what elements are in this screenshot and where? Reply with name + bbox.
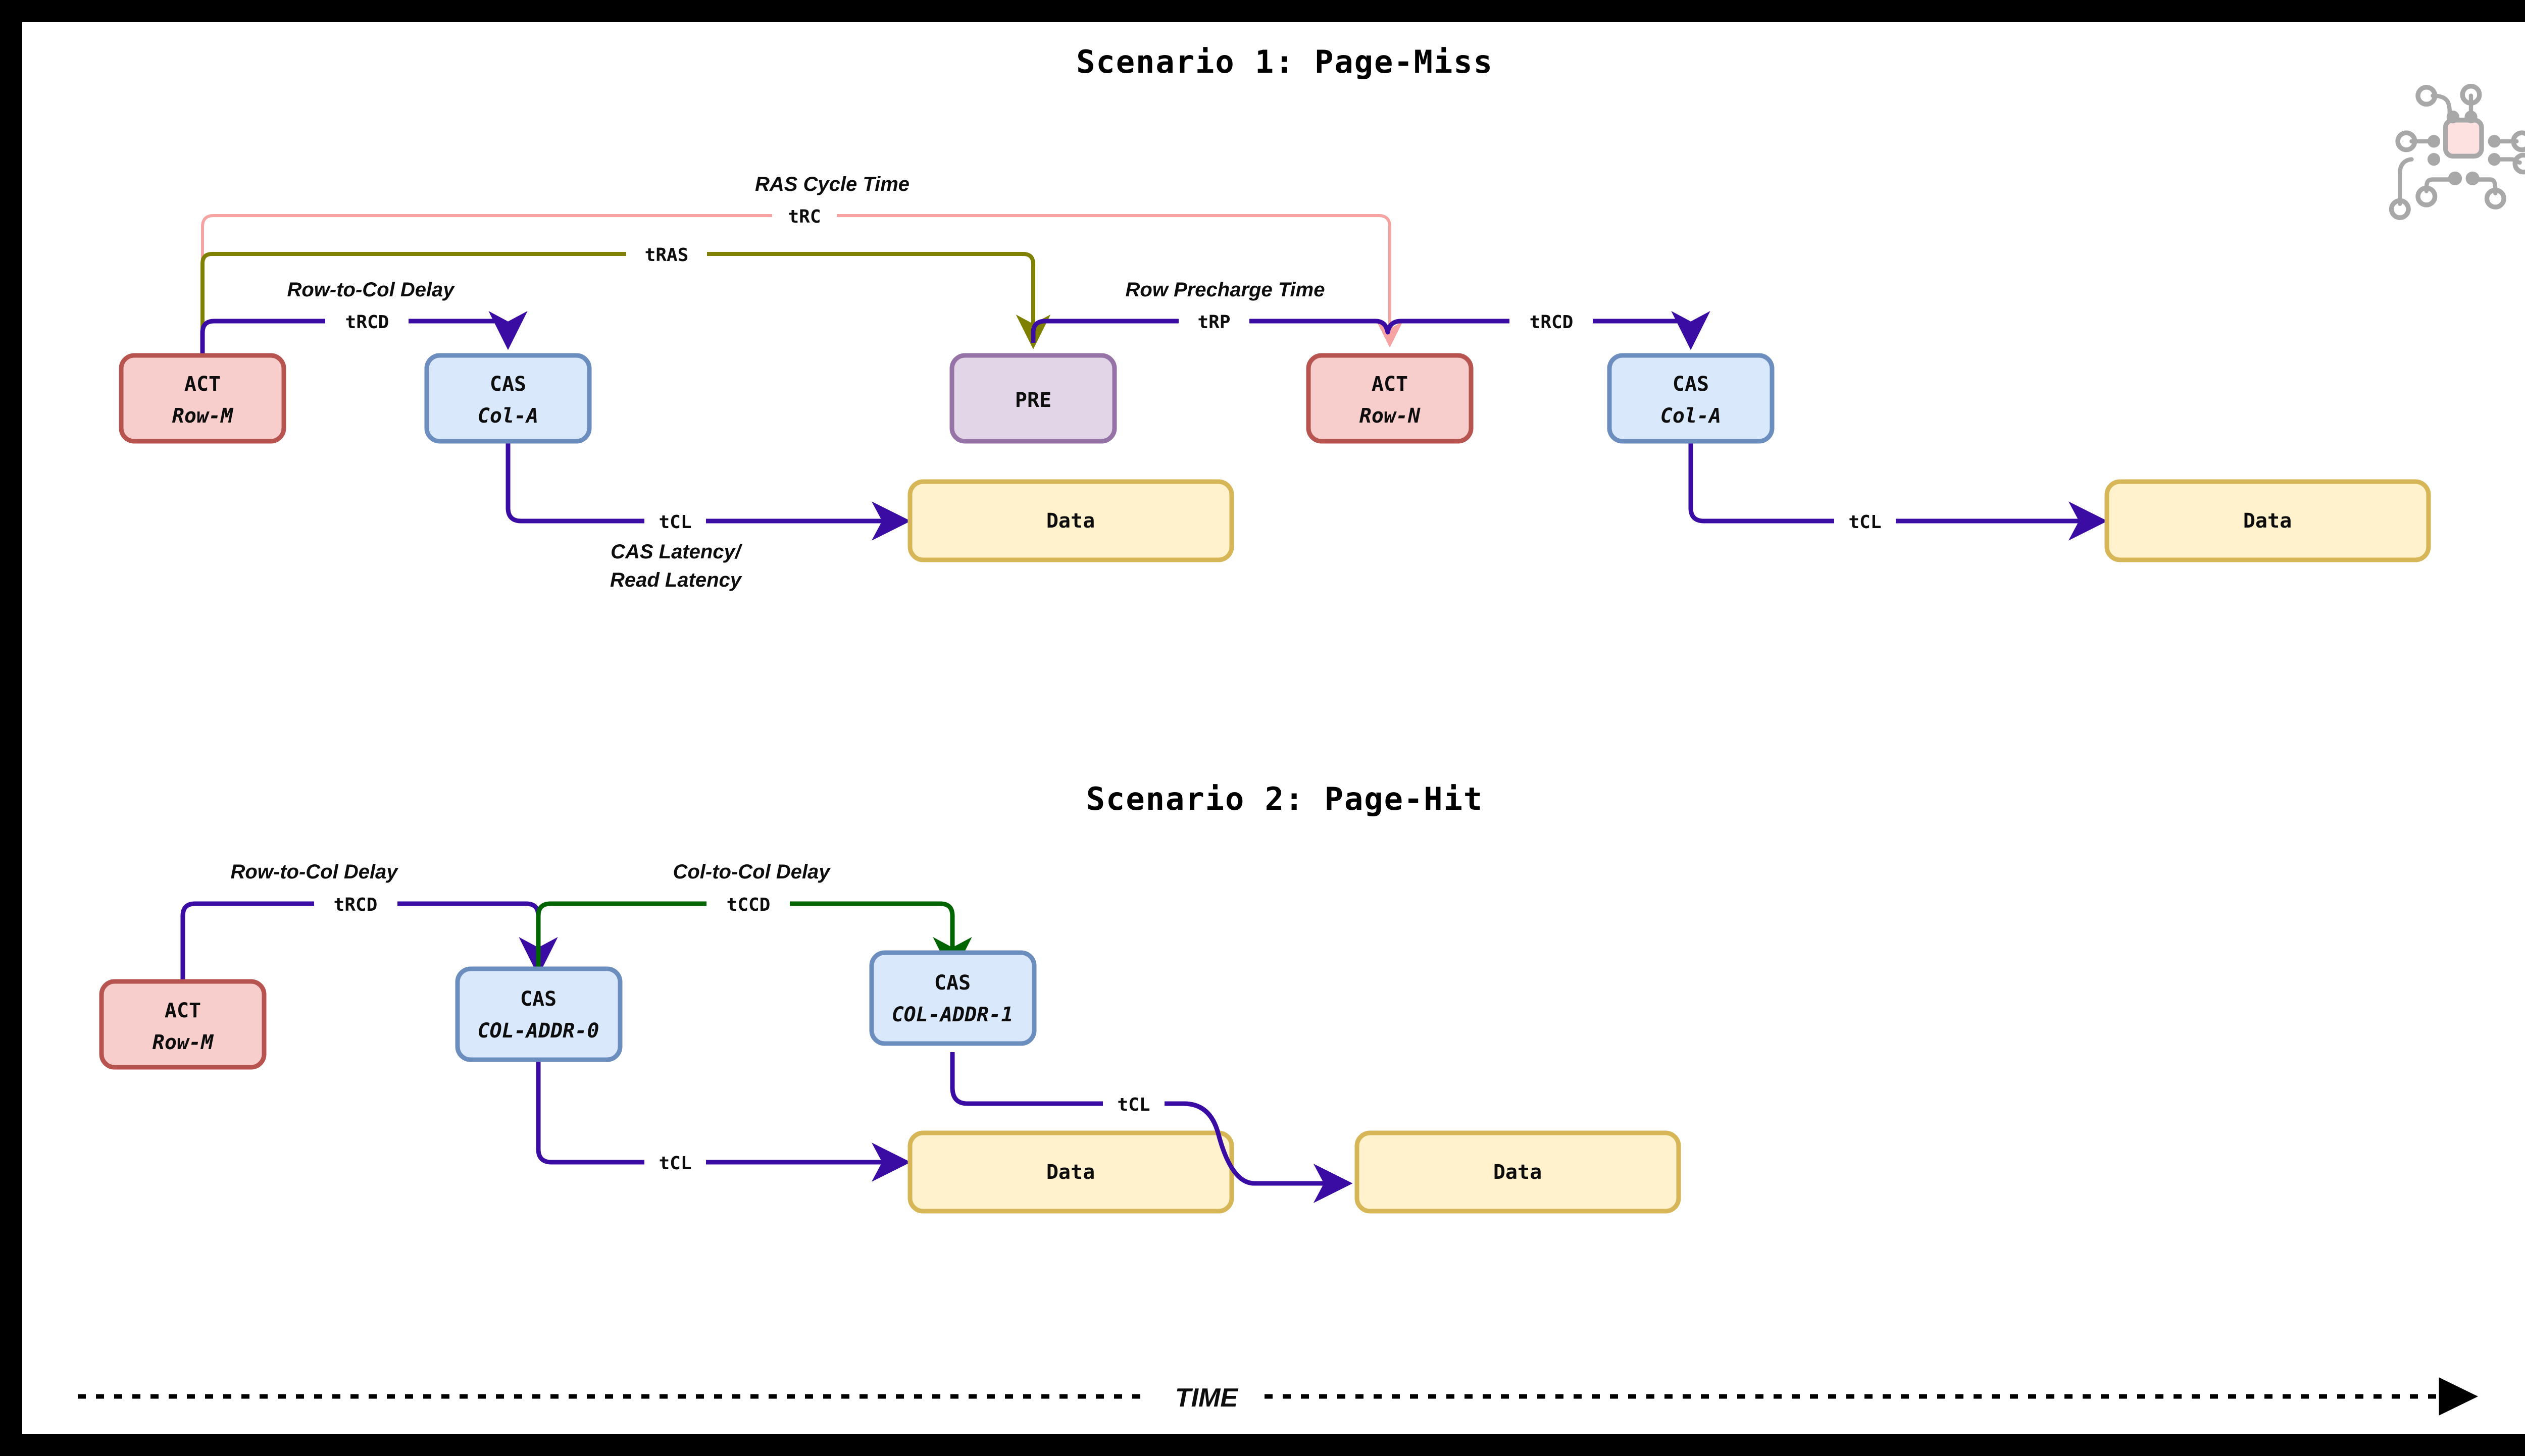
edge-s1-trp-desc: Row Precharge Time	[1126, 279, 1325, 301]
node-s1-cas-col-a-2-line2: Col-A	[1660, 404, 1721, 428]
node-s2-data-1-label: Data	[1046, 1161, 1095, 1184]
diagram-frame: Scenario 1: Page-Miss tRC RAS Cycle Time…	[22, 22, 2525, 1434]
edge-s1-tras-line	[200, 252, 1051, 355]
edge-s1-cas-latency-line2: Read Latency	[610, 569, 742, 591]
timing-diagram-canvas: Scenario 1: Page-Miss tRC RAS Cycle Time…	[78, 43, 2525, 1416]
edge-s1-trp-label-bg	[1179, 308, 1249, 334]
node-s2-act-row-m-line2: Row-M	[153, 1031, 214, 1054]
node-s1-act-row-m-line2: Row-M	[172, 404, 234, 428]
node-s2-cas-col-addr-1-line2: COL-ADDR-1	[892, 1003, 1014, 1026]
node-s2-cas-col-addr-0[interactable]: CAS COL-ADDR-0	[455, 966, 623, 1062]
node-s1-act-row-n-line2: Row-N	[1359, 404, 1421, 428]
edge-s2-trcd-label-bg	[314, 891, 397, 916]
node-s2-cas-col-addr-1[interactable]: CAS COL-ADDR-1	[869, 950, 1037, 1046]
edge-s2-trcd-code: tRCD	[334, 895, 378, 915]
node-s1-act-row-m[interactable]: ACT Row-M	[119, 353, 286, 444]
scenario-2-title: Scenario 2: Page-Hit	[1086, 781, 1484, 817]
edge-s1-tcl1-code: tCL	[659, 512, 691, 533]
edge-s1-cas-latency-line1: CAS Latency/	[611, 541, 743, 563]
edge-s1-tcl2-label-bg	[1834, 508, 1896, 534]
edge-s2-tcl2-label-bg	[1103, 1091, 1165, 1116]
edge-s1-trc-desc: RAS Cycle Time	[755, 173, 910, 195]
node-s2-cas-col-addr-0-line1: CAS	[520, 987, 557, 1011]
node-s1-act-row-n[interactable]: ACT Row-N	[1306, 353, 1474, 444]
edge-s1-tcl1-label-bg	[644, 508, 706, 534]
edge-s2-tcl1-label-bg	[644, 1150, 706, 1175]
edge-s1-tcl2-line	[1688, 441, 2108, 541]
edge-s1-trp-code: tRP	[1197, 312, 1230, 333]
node-s1-cas-col-a-1-line1: CAS	[490, 373, 526, 396]
node-s2-cas-col-addr-0-line2: COL-ADDR-0	[478, 1019, 599, 1043]
scenario-1-title: Scenario 1: Page-Miss	[1076, 43, 1493, 80]
node-s1-pre[interactable]: PRE	[949, 353, 1117, 444]
edge-s2-tcl2-overlay	[1183, 1101, 1353, 1203]
node-s1-data-2-label: Data	[2243, 509, 2292, 533]
node-s2-act-row-m-line1: ACT	[165, 999, 201, 1022]
edge-s1-trcd2-code: tRCD	[1530, 312, 1574, 333]
edge-s1-trcd1-code: tRCD	[345, 312, 389, 333]
node-s1-cas-col-a-2[interactable]: CAS Col-A	[1607, 353, 1775, 444]
edge-s1-trcd1-desc: Row-to-Col Delay	[287, 279, 455, 301]
node-s1-pre-line1: PRE	[1015, 389, 1051, 412]
edge-s1-tcl2-code: tCL	[1848, 512, 1881, 533]
edge-s1-tcl1-line	[506, 441, 911, 541]
node-s2-cas-col-addr-1-line1: CAS	[934, 971, 971, 995]
node-s1-data-1-label: Data	[1046, 509, 1095, 533]
edge-s1-trcd1-label-bg	[325, 308, 409, 334]
edge-s1-trp-line	[1031, 311, 1710, 350]
edge-s1-trc-label-bg	[772, 203, 837, 228]
chip-circuit-icon	[2389, 83, 2525, 220]
edge-s2-trcd-desc: Row-to-Col Delay	[230, 861, 398, 883]
node-s1-cas-col-a-1-line2: Col-A	[478, 404, 538, 428]
time-axis-label: TIME	[1175, 1383, 1239, 1413]
edge-s2-tccd-code: tCCD	[727, 895, 771, 915]
node-s1-act-row-n-line1: ACT	[1372, 373, 1408, 396]
edge-s2-tcl1-line	[536, 1060, 911, 1182]
edge-s1-trc-code: tRC	[788, 206, 821, 227]
edge-s1-tras-label-bg	[626, 241, 707, 267]
node-s1-data-1[interactable]: Data	[907, 479, 1234, 562]
node-s2-act-row-m[interactable]: ACT Row-M	[99, 979, 267, 1070]
node-s1-data-2[interactable]: Data	[2104, 479, 2431, 562]
edge-s2-tccd-label-bg	[706, 891, 790, 916]
edge-s2-tccd-desc: Col-to-Col Delay	[673, 861, 831, 883]
node-s2-data-2-label: Data	[1493, 1161, 1542, 1184]
edge-s1-trcd2-label-bg	[1509, 308, 1593, 334]
time-axis: TIME	[78, 1377, 2479, 1416]
node-s2-data-2[interactable]: Data	[1354, 1130, 1681, 1214]
edge-s2-tcl1-code: tCL	[659, 1153, 691, 1174]
node-s1-cas-col-a-2-line1: CAS	[1673, 373, 1709, 396]
node-s2-data-1[interactable]: Data	[907, 1130, 1234, 1214]
node-s1-act-row-m-line1: ACT	[184, 373, 221, 396]
edge-s2-tcl2-code: tCL	[1117, 1095, 1150, 1115]
node-s1-cas-col-a-1[interactable]: CAS Col-A	[424, 353, 592, 444]
edge-s1-tras-code: tRAS	[645, 245, 689, 266]
